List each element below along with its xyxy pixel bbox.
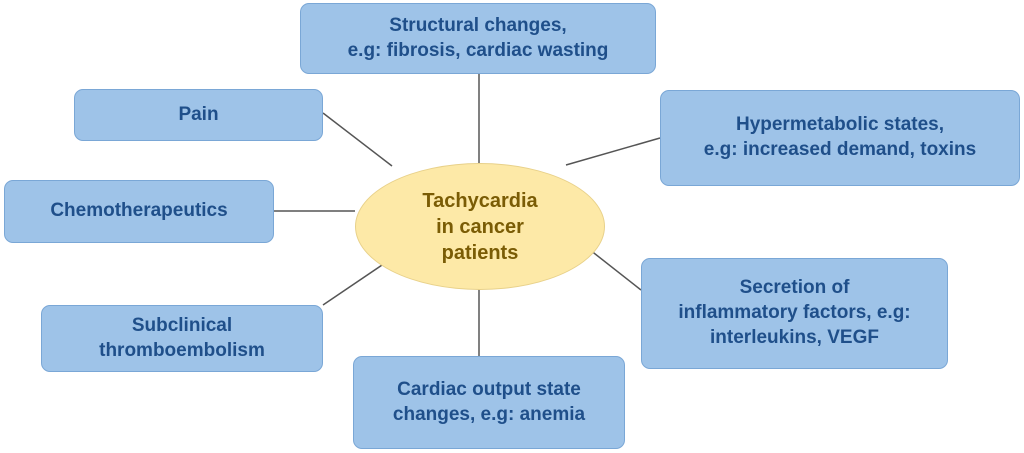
link-inflammatory — [584, 245, 642, 291]
node-chemotherapeutics: Chemotherapeutics — [4, 180, 274, 243]
node-label: Structural changes, e.g: fibrosis, cardi… — [347, 14, 609, 61]
link-thrombo — [322, 258, 392, 306]
node-label: Pain — [178, 103, 219, 125]
node-inflammatory-factors: Secretion of inflammatory factors, e.g: … — [641, 258, 948, 369]
node-cardiac-output-changes: Cardiac output state changes, e.g: anemi… — [353, 356, 625, 449]
node-label: Secretion of inflammatory factors, e.g: … — [678, 277, 911, 348]
link-hypermetabolic — [565, 137, 661, 166]
node-label: Chemotherapeutics — [50, 200, 228, 222]
node-label: Cardiac output state changes, e.g: anemi… — [392, 378, 586, 425]
central-node-tachycardia: Tachycardia in cancer patients — [355, 163, 605, 290]
node-label: Hypermetabolic states, e.g: increased de… — [703, 114, 977, 160]
node-label: Subclinical thromboembolism — [99, 314, 265, 361]
node-subclinical-thromboembolism: Subclinical thromboembolism — [41, 305, 323, 372]
node-pain: Pain — [74, 89, 323, 141]
central-label: Tachycardia in cancer patients — [422, 189, 538, 264]
node-hypermetabolic-states: Hypermetabolic states, e.g: increased de… — [660, 90, 1020, 186]
node-structural-changes: Structural changes, e.g: fibrosis, cardi… — [300, 3, 656, 74]
link-pain — [322, 112, 393, 167]
